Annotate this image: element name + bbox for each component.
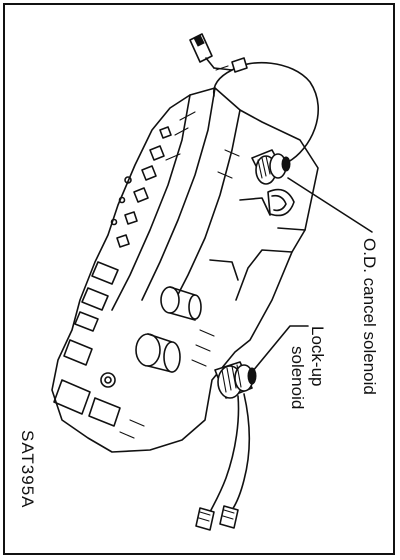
od-cancel-leader bbox=[287, 177, 373, 233]
od-cancel-solenoid-label: O.D. cancel solenoid bbox=[360, 238, 379, 395]
lock-up-leader bbox=[251, 325, 309, 373]
lock-up-wires bbox=[195, 393, 251, 531]
od-cancel-solenoid bbox=[251, 149, 291, 185]
valve-body-casting bbox=[51, 87, 319, 453]
lock-up-solenoid bbox=[214, 361, 257, 399]
figure-code: SAT395A bbox=[18, 430, 37, 509]
lock-up-solenoid-label-line1: Lock-up bbox=[308, 326, 327, 386]
lock-up-solenoid-label-line2: solenoid bbox=[288, 346, 307, 409]
leader-lines bbox=[251, 177, 373, 373]
od-cancel-wire bbox=[189, 33, 320, 163]
